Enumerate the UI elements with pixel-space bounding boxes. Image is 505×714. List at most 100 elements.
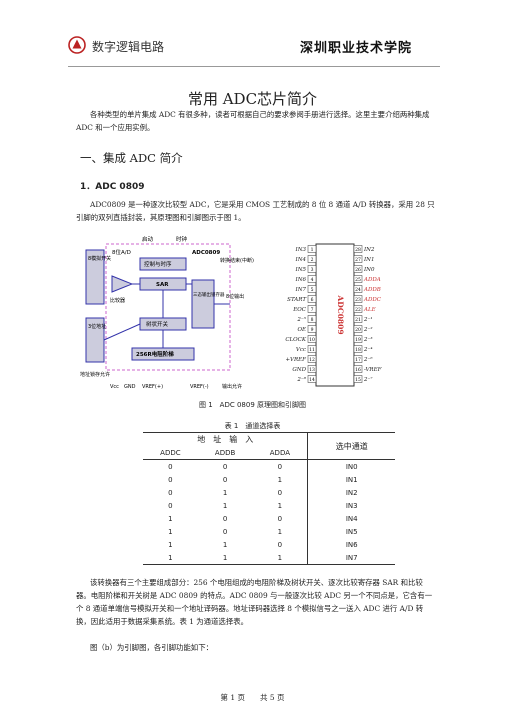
pin-box [307, 265, 317, 273]
table-col-header: ADDB [197, 446, 253, 460]
pin-box [307, 275, 317, 283]
pin-box [353, 265, 363, 273]
pin-number: 21 [355, 317, 361, 323]
table-cell: IN4 [307, 512, 395, 525]
header-brand-right: 深圳职业技术学院 [300, 41, 413, 56]
figure-caption: 图 1 ADC 0809 原理图和引脚图 [198, 401, 306, 409]
diagram-block-control: 控制与时序 [144, 260, 172, 268]
table-cell: 1 [197, 551, 253, 565]
pin-label: CLOCK [285, 337, 307, 343]
pin-box [307, 285, 317, 293]
pin-label: ADDA [363, 277, 381, 283]
table-col-header: ADDA [252, 446, 308, 460]
table-cell: IN7 [307, 551, 395, 565]
pin-box [353, 275, 363, 283]
pin-box [353, 315, 363, 323]
diagram-block-sar: SAR [156, 282, 169, 288]
pin-box [307, 325, 317, 333]
pin-number: 5 [311, 287, 314, 293]
pinout-diagram: ADC0809 1IN32IN43IN54IN65IN76START7EOC82… [285, 243, 382, 387]
pin-box [353, 295, 363, 303]
pin-number: 10 [309, 337, 315, 343]
table-cell: IN0 [307, 459, 395, 473]
table-caption: 表 1 通道选择表 [224, 422, 281, 430]
pin-box [353, 305, 363, 313]
table-cell: 0 [277, 462, 283, 471]
pin-number: 15 [355, 377, 361, 383]
pin-number: 17 [355, 357, 361, 363]
diagram-label-vrefm: VREF(-) [190, 384, 209, 390]
pin-label: EOC [292, 307, 307, 313]
table-out-header: 选中通道 [307, 432, 395, 460]
diagram-label-ale: 地址锁存允许 [80, 371, 110, 378]
table-cell: 1 [168, 540, 173, 549]
table-cell: 0 [168, 488, 173, 497]
pin-box [353, 255, 363, 263]
pin-number: 8 [311, 317, 314, 323]
diagram-label-out: 8位输出 [226, 293, 244, 300]
pin-number: 14 [309, 377, 315, 383]
pin-label: 2⁻⁷ [363, 376, 373, 383]
table-cell: 1 [222, 488, 228, 497]
pin-number: 25 [355, 277, 361, 283]
pin-number: 16 [355, 367, 361, 373]
pin-number: 3 [311, 267, 314, 273]
table-cell: 1 [168, 527, 173, 536]
pin-label: 2⁻⁶ [363, 356, 373, 363]
pin-box [307, 355, 317, 363]
pin-number: 23 [355, 297, 361, 303]
pin-label: +VREF [285, 357, 306, 363]
table-cell: 0 [168, 462, 173, 471]
pin-box [307, 255, 317, 263]
section-heading: 一、集成 ADC 简介 [80, 151, 183, 165]
pin-box [353, 375, 363, 383]
pin-number: 22 [355, 307, 361, 313]
pin-number: 24 [355, 287, 361, 293]
pin-label: 2⁻⁴ [363, 346, 373, 353]
pin-number: 1 [311, 247, 314, 253]
pin-box [353, 345, 363, 353]
pin-label: IN5 [295, 267, 307, 273]
pin-label: ADDB [363, 287, 381, 293]
pin-number: 19 [355, 337, 361, 343]
pin-number: 2 [311, 257, 314, 263]
table-cell: 1 [277, 527, 283, 536]
diagram-label-addr: 3位地址 [88, 323, 106, 330]
diagram-label-eoc: 转换结束(中断) [220, 257, 254, 264]
body-paragraph-1: ADC0809 是一种逐次比较型 ADC，它是采用 CMOS 工艺制成的 8 位… [76, 200, 435, 222]
table-cell: IN1 [307, 473, 395, 486]
pin-box [307, 305, 317, 313]
table-cell: 1 [143, 551, 198, 565]
pin-box [353, 325, 363, 333]
table-cell: IN3 [307, 499, 395, 512]
pin-label: IN7 [295, 287, 307, 293]
table-cell: 1 [252, 551, 308, 565]
table-cell: 0 [168, 475, 173, 484]
pin-box [353, 365, 363, 373]
diagram-block-chip: ADC0809 [192, 250, 220, 256]
pin-label: Vcc [296, 347, 306, 353]
pin-number: 11 [309, 347, 315, 353]
table-cell: 0 [222, 514, 228, 523]
pin-number: 4 [311, 277, 314, 283]
body-paragraph-2: 该转换器有三个主要组成部分：256 个电阻组成的电阻阶梯及树状开关、逐次比较寄存… [76, 578, 433, 626]
table-col-header: ADDC [143, 446, 198, 460]
pin-label: IN6 [295, 277, 307, 283]
pin-box [307, 335, 317, 343]
pin-label: 2⁻² [363, 326, 373, 333]
pin-number: 12 [309, 357, 315, 363]
pinout-chip-name: ADC0809 [336, 294, 345, 334]
pin-label: 2⁻⁵ [296, 316, 306, 323]
diagram-block-comparator: 比较器 [110, 297, 125, 304]
diagram-block-ad: 8位A/D [112, 248, 131, 256]
pin-label: IN3 [295, 247, 307, 253]
table-cell: 0 [222, 527, 228, 536]
pin-label: IN4 [295, 257, 307, 263]
table-group-header: 地 址 输 入 [197, 435, 254, 444]
